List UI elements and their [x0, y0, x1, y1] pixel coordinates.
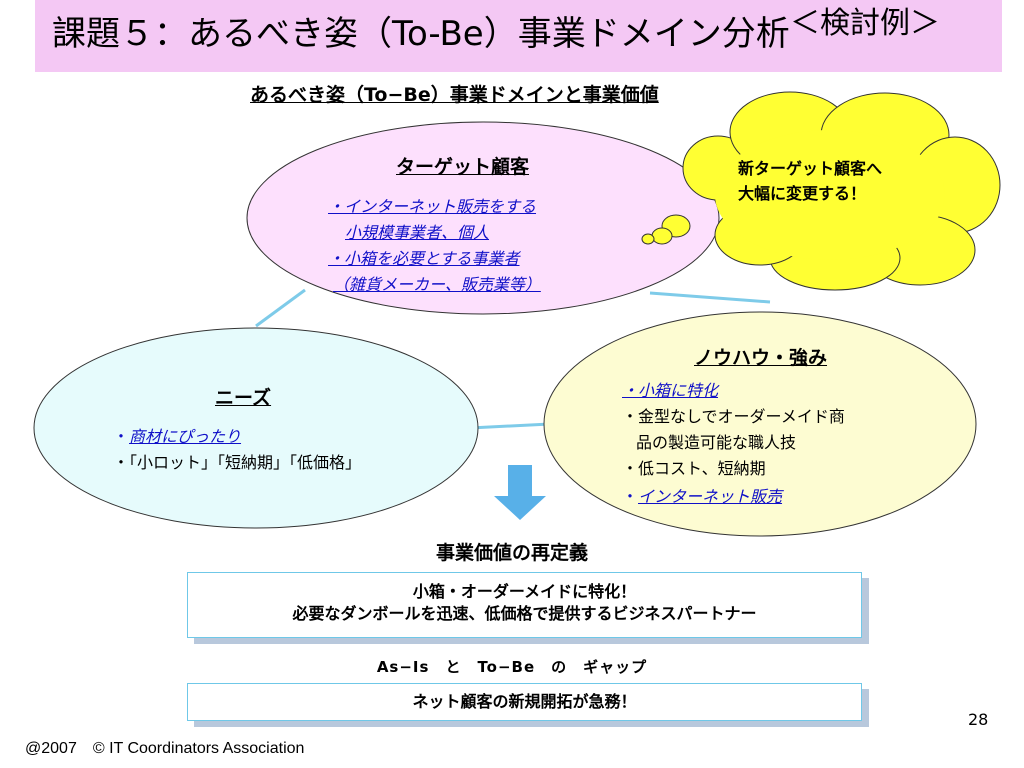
- knowhow-line-1: ・小箱に特化: [622, 381, 719, 400]
- needs-bullet: ・: [113, 427, 130, 446]
- knowhow-title: ノウハウ・強み: [694, 347, 828, 369]
- knowhow-line-5: ・インターネット販売: [622, 486, 782, 508]
- target-line-1: ・インターネット販売をする: [328, 197, 537, 216]
- copyright-footer: @2007 © IT Coordinators Association: [25, 740, 305, 757]
- target-line-3: ・小箱を必要とする事業者: [328, 249, 520, 268]
- needs-title: ニーズ: [215, 387, 272, 409]
- needs-line-2: ・「小ロット」「短納期」「低価格」: [113, 453, 362, 472]
- knowhow-line-2: ・金型なしでオーダーメイド商: [622, 407, 845, 426]
- redefine-box-line-1: 小箱・オーダーメイドに特化！: [412, 582, 637, 601]
- knowhow-line-4: ・低コスト、短納期: [622, 459, 766, 478]
- connector-needs-knowhow: [469, 422, 551, 430]
- cloud-line-2: 大幅に変更する！: [738, 184, 867, 203]
- gap-label: As−Is と To−Be の ギャップ: [376, 658, 648, 676]
- redefine-box-line-2: 必要なダンボールを迅速、低価格で提供するビジネスパートナー: [292, 604, 757, 623]
- redefine-box: 小箱・オーダーメイドに特化！ 必要なダンボールを迅速、低価格で提供するビジネスパ…: [187, 572, 862, 638]
- target-customer-title: ターゲット顧客: [396, 156, 530, 178]
- connector-target-knowhow: [649, 291, 771, 304]
- thought-cloud: [641, 91, 1001, 291]
- page-number: 28: [968, 710, 989, 729]
- knowhow-line-5-text: インターネット販売: [638, 487, 783, 506]
- needs-ellipse: [33, 327, 479, 529]
- redefine-label: 事業価値の再定義: [435, 542, 588, 564]
- gap-box-text: ネット顧客の新規開拓が急務！: [412, 692, 637, 711]
- knowhow-line-3: 品の製造可能な職人技: [636, 433, 797, 452]
- knowhow-ellipse: [543, 311, 977, 537]
- down-arrow: [494, 465, 546, 520]
- target-customer-ellipse: [246, 121, 720, 315]
- slide-title: 課題５：あるべき姿（To-Be）事業ドメイン分析: [52, 14, 790, 54]
- needs-line-1: ・商材にぴったり: [113, 426, 241, 448]
- knowhow-bullet-5: ・: [622, 487, 639, 506]
- target-line-4: （雑貨メーカー、販売業等）: [333, 275, 541, 294]
- target-line-2: 小規模事業者、個人: [345, 223, 490, 242]
- example-tag: ＜検討例＞: [790, 6, 940, 41]
- section-heading: あるべき姿（To−Be）事業ドメインと事業価値: [250, 84, 659, 106]
- cloud-line-1: 新ターゲット顧客へ: [738, 159, 883, 178]
- needs-line-1-text: 商材にぴったり: [129, 427, 242, 446]
- title-band: [35, 0, 1002, 72]
- connector-target-needs: [255, 288, 306, 328]
- gap-box: ネット顧客の新規開拓が急務！: [187, 683, 862, 721]
